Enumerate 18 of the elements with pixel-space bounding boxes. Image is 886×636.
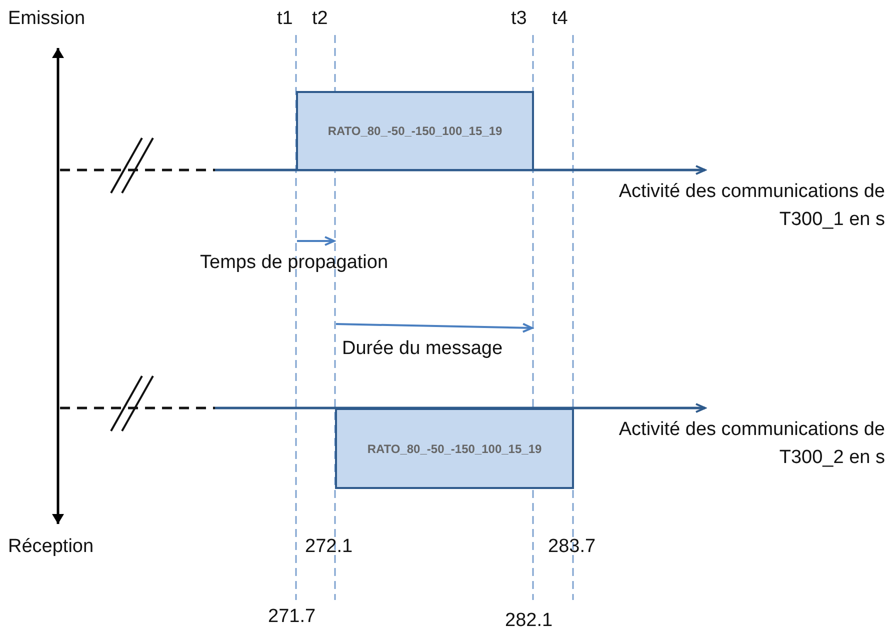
timeline-label: Activité des communications de T300_1 en s [618, 180, 885, 232]
time-value: 282.1 [505, 610, 553, 633]
message-box [296, 91, 534, 171]
time-label: t1 [277, 8, 293, 31]
time-value: 272.1 [305, 536, 353, 559]
measure-label: Durée du message [342, 338, 503, 361]
time-value: 271.7 [268, 606, 316, 629]
message-label: RATO_80_-50_-150_100_15_19 [367, 442, 542, 456]
timeline-label: Activité des communications de T300_2 en s [618, 418, 885, 470]
measure-label: Temps de propagation [200, 252, 388, 275]
time-label: t4 [552, 8, 568, 31]
time-value: 283.7 [548, 536, 596, 559]
time-label: t3 [511, 8, 527, 31]
axis-label: Emission [8, 8, 86, 31]
time-label: t2 [312, 8, 328, 31]
message-label: RATO_80_-50_-150_100_15_19 [328, 124, 502, 138]
message-box [335, 408, 574, 489]
axis-label: Réception [8, 536, 94, 559]
